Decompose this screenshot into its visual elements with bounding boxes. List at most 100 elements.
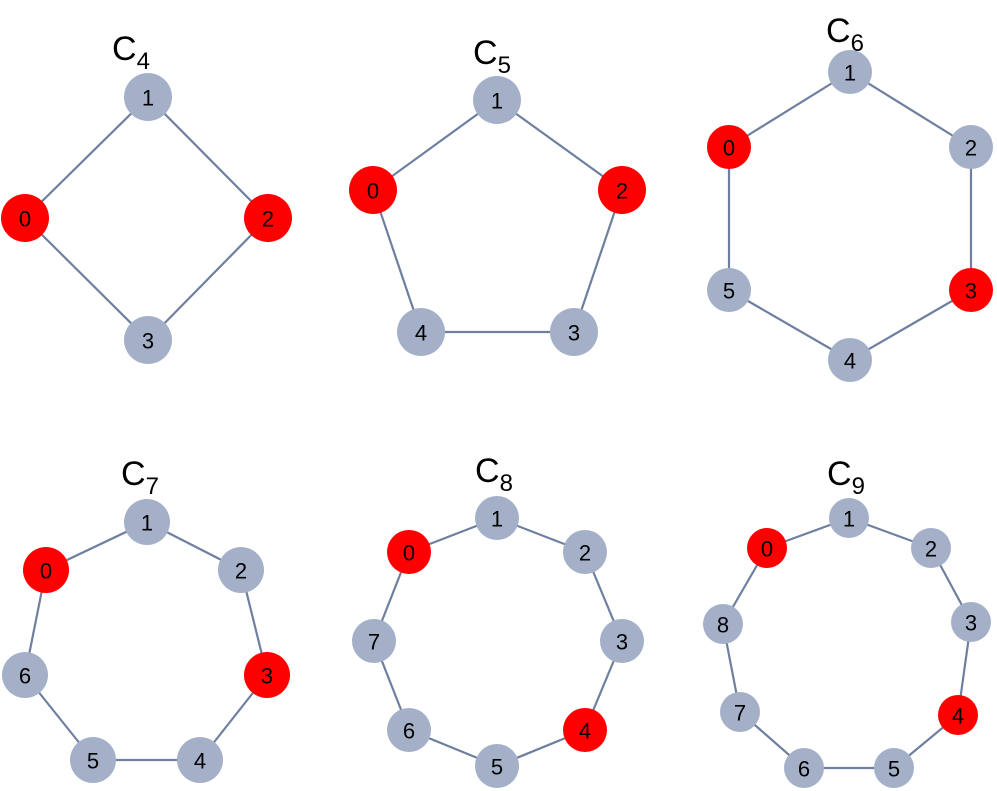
edge-2-3 (147, 217, 269, 341)
node-label: 3 (568, 321, 580, 346)
edge-1-2 (496, 99, 623, 191)
node-4 (828, 338, 872, 382)
node-label: 6 (19, 664, 31, 689)
node-3 (600, 619, 644, 663)
node-label: 0 (367, 179, 379, 204)
node-label: 1 (844, 61, 856, 86)
graph-title-subscript: 7 (146, 473, 159, 500)
node-label: 2 (965, 136, 977, 161)
node-label: 2 (579, 541, 591, 566)
node-6 (2, 652, 48, 698)
graph-title: C8 (475, 452, 513, 497)
graph-title-main: C (473, 34, 498, 72)
highlighted-node-2 (244, 194, 292, 242)
cycle-graph-c8: C8 0 1 2 3 4 5 6 7 (352, 452, 644, 788)
node-label: 5 (87, 749, 99, 774)
node-label: 5 (888, 757, 900, 782)
graph-title: C5 (473, 34, 511, 79)
node-label: 6 (798, 757, 810, 782)
node-4 (397, 308, 445, 356)
node-label: 4 (844, 349, 856, 374)
graph-title-subscript: 6 (851, 30, 864, 57)
cycle-graph-c7: C7 0 1 2 3 4 5 6 (2, 455, 290, 783)
node-label: 0 (723, 136, 735, 161)
edge-3-4 (849, 289, 972, 361)
cycle-graph-c6: C6 0 1 2 3 4 5 (707, 12, 993, 382)
node-1 (828, 50, 872, 94)
node-1 (475, 496, 519, 540)
graph-title-subscript: 4 (137, 48, 150, 75)
node-6 (784, 748, 824, 788)
node-1 (473, 76, 521, 124)
graph-title-main: C (112, 30, 137, 68)
node-5 (707, 268, 751, 312)
highlighted-node-0 (23, 547, 69, 593)
edge-1-2 (849, 71, 972, 148)
edge-0-1 (372, 99, 498, 191)
highlighted-node-4 (563, 708, 607, 752)
graph-title-main: C (121, 455, 146, 493)
node-label: 3 (965, 279, 977, 304)
node-label: 6 (403, 719, 415, 744)
edge-0-1 (728, 71, 851, 148)
node-label: 4 (579, 719, 591, 744)
node-label: 8 (717, 613, 729, 638)
node-1 (124, 499, 170, 545)
node-label: 4 (194, 749, 206, 774)
node-label: 7 (368, 630, 380, 655)
node-label: 0 (761, 537, 773, 562)
edge-0-1 (24, 96, 149, 219)
node-3 (124, 316, 172, 364)
node-2 (911, 528, 951, 568)
node-5 (70, 737, 116, 783)
graph-title-main: C (827, 455, 852, 493)
node-2 (218, 547, 264, 593)
node-label: 2 (235, 559, 247, 584)
node-label: 1 (142, 86, 154, 111)
node-label: 1 (491, 507, 503, 532)
edge-1-2 (147, 96, 269, 219)
graph-title-main: C (475, 452, 500, 490)
graph-title: C7 (121, 455, 159, 500)
node-6 (387, 708, 431, 752)
graph-title-subscript: 8 (500, 470, 513, 497)
node-label: 1 (491, 89, 503, 114)
node-label: 5 (491, 755, 503, 780)
graph-title: C9 (827, 455, 865, 500)
highlighted-node-0 (707, 125, 751, 169)
node-label: 2 (925, 537, 937, 562)
node-label: 1 (843, 507, 855, 532)
node-label: 0 (40, 559, 52, 584)
node-label: 3 (965, 611, 977, 636)
node-label: 5 (723, 279, 735, 304)
node-3 (550, 308, 598, 356)
graph-title: C4 (112, 30, 150, 75)
node-label: 1 (141, 511, 153, 536)
node-label: 4 (415, 321, 427, 346)
graph-title-subscript: 9 (852, 473, 865, 500)
node-label: 3 (616, 630, 628, 655)
node-label: 2 (262, 207, 274, 232)
node-5 (475, 744, 519, 788)
edge-2-3 (572, 189, 624, 333)
highlighted-node-0 (1, 194, 49, 242)
graph-title: C6 (826, 12, 864, 57)
node-label: 4 (952, 704, 964, 729)
node-7 (352, 619, 396, 663)
edge-3-0 (24, 217, 149, 341)
highlighted-node-4 (938, 695, 978, 735)
highlighted-node-0 (349, 166, 397, 214)
node-label: 0 (403, 541, 415, 566)
node-8 (703, 604, 743, 644)
edge-4-0 (371, 189, 423, 333)
highlighted-node-0 (387, 530, 431, 574)
node-label: 0 (19, 207, 31, 232)
highlighted-node-2 (598, 166, 646, 214)
node-7 (720, 692, 760, 732)
node-label: 3 (261, 664, 273, 689)
node-label: 3 (142, 329, 154, 354)
